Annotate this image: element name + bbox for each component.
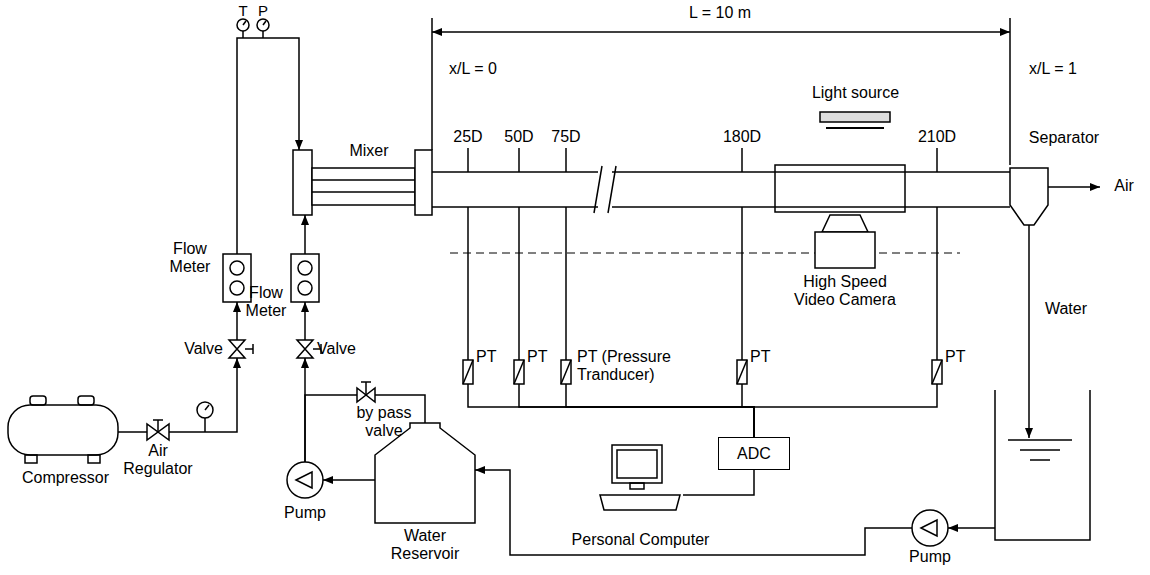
adc-box: ADC (718, 437, 790, 470)
air-regulator: Air Regulator (147, 424, 169, 440)
flow-meter: Flow Meter (291, 254, 319, 302)
pipe-connector (123, 431, 147, 433)
pipe-connector (683, 470, 754, 495)
node-label: by pass valve (351, 404, 417, 440)
pump: Pump (912, 510, 948, 546)
label-text: Water (1036, 300, 1096, 318)
water-reservoir: Water Reservoir (375, 423, 475, 523)
pressure-transducer: PT (463, 360, 473, 384)
label-text: L = 10 m (680, 4, 760, 22)
pressure-transducer: PT (932, 360, 942, 384)
pipe-connector (475, 470, 912, 555)
label-text: x/L = 1 (1018, 60, 1088, 78)
node-label: Separator (1024, 129, 1104, 147)
pressure-transducer: PT (737, 360, 747, 384)
pipe-connector (304, 215, 306, 254)
pipe-connector (519, 384, 754, 437)
node-label: Air Regulator (117, 442, 199, 478)
bypass-valve: by pass valve (357, 388, 375, 402)
label-text: 25D (448, 128, 488, 146)
node-label: Pump (900, 548, 960, 566)
node-label: Flow Meter (243, 284, 289, 320)
separator: Separator (1010, 165, 1048, 225)
label-text: 180D (717, 128, 767, 146)
node-label: Flow Meter (165, 240, 215, 276)
label-text: x/L = 0 (438, 60, 508, 78)
label-text: Air (1104, 177, 1144, 195)
valve: Valve (297, 340, 313, 358)
light-source: Light source (818, 110, 893, 132)
node-label: Compressor (8, 469, 123, 487)
node-label: Water Reservoir (370, 527, 480, 563)
node-label: Pump (275, 504, 335, 522)
pipe-connector (305, 395, 357, 462)
node-label: High Speed Video Camera (790, 273, 900, 309)
pipe-connector (566, 384, 754, 437)
node-label: Valve (167, 340, 223, 358)
node-label: Light source (798, 84, 913, 102)
pipe-connector (468, 384, 754, 437)
pump: Pump (287, 462, 323, 498)
label-text: T (236, 2, 250, 19)
mixer: Mixer (293, 150, 432, 215)
node-label: PT (527, 348, 551, 366)
node-label: Personal Computer (568, 531, 713, 549)
valve: Valve (229, 340, 245, 358)
node-label: Mixer (338, 142, 400, 160)
flow-meter: Flow Meter (223, 254, 251, 302)
pipe-connector (304, 302, 306, 340)
label-text: P (256, 2, 270, 19)
pipe-connector (754, 384, 937, 437)
pipe-connector (742, 384, 754, 437)
label-text: 75D (546, 128, 586, 146)
personal-computer: Personal Computer (598, 445, 683, 525)
pipe-connector (169, 358, 237, 432)
node-label: ADC (737, 445, 771, 463)
node-label: Valve (317, 340, 367, 358)
node-label: PT (945, 348, 975, 366)
pipe-connector (237, 38, 299, 254)
node-label: PT (Pressure Tranducer) (577, 348, 687, 384)
pipe-connector (236, 302, 238, 340)
node-label: PT (476, 348, 500, 366)
compressor: Compressor (8, 395, 123, 463)
node-label: PT (750, 348, 780, 366)
label-text: 50D (499, 128, 539, 146)
pressure-transducer: PT (514, 360, 524, 384)
pressure-transducer: PT (Pressure Tranducer) (561, 360, 571, 384)
label-text: 210D (912, 128, 962, 146)
video-camera: High Speed Video Camera (815, 215, 875, 270)
pipe-connector (323, 479, 375, 481)
